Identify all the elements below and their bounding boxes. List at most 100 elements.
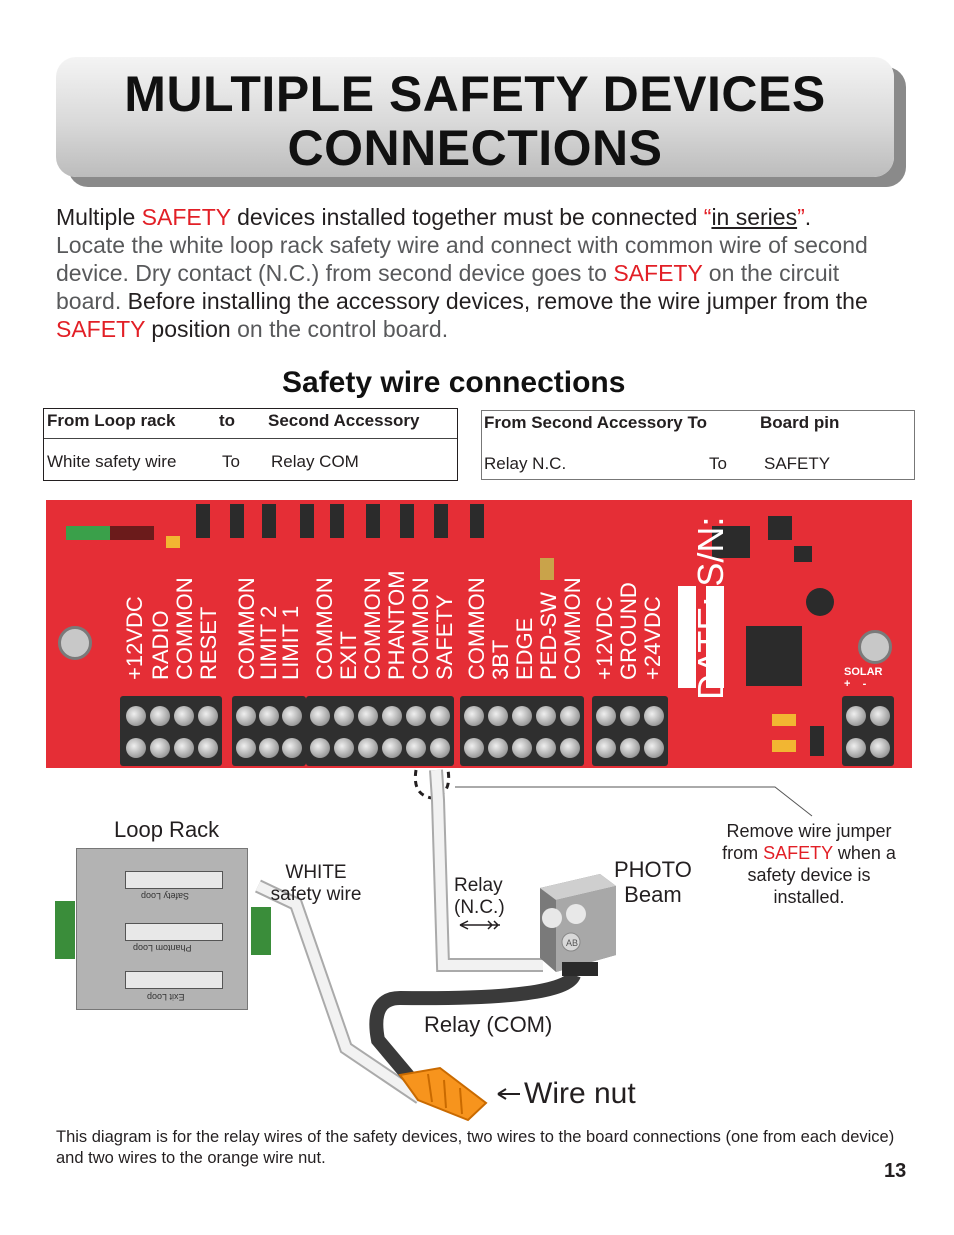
terminal-screw[interactable] bbox=[464, 738, 484, 758]
terminal-screw[interactable] bbox=[596, 706, 616, 726]
white-wire-label-line: safety wire bbox=[270, 884, 362, 905]
terminal-label: COMMON bbox=[560, 577, 585, 680]
terminal-label: COMMON bbox=[360, 577, 385, 680]
terminal-label: LIMIT 2 bbox=[256, 605, 281, 680]
terminal-screw[interactable] bbox=[126, 738, 146, 758]
table-header: Board pin bbox=[760, 413, 840, 432]
terminal-screw[interactable] bbox=[382, 738, 402, 758]
footer-note: This diagram is for the relay wires of t… bbox=[56, 1128, 895, 1167]
terminal-screw[interactable] bbox=[150, 738, 170, 758]
terminal-label: +12VDC bbox=[592, 596, 617, 680]
inductor bbox=[806, 588, 834, 616]
safety-highlight: SAFETY bbox=[763, 843, 833, 863]
terminal-screw[interactable] bbox=[406, 706, 426, 726]
table-cell: White safety wire bbox=[47, 452, 177, 471]
terminal-screw[interactable] bbox=[126, 706, 146, 726]
terminal-screw[interactable] bbox=[334, 706, 354, 726]
terminal-screw[interactable] bbox=[846, 738, 866, 758]
relay-component bbox=[366, 504, 380, 538]
terminal-screw[interactable] bbox=[512, 738, 532, 758]
table-cell: To bbox=[222, 452, 240, 471]
terminal-screw[interactable] bbox=[536, 738, 556, 758]
terminal-screw[interactable] bbox=[174, 706, 194, 726]
terminal-screw[interactable] bbox=[536, 706, 556, 726]
terminal-screw[interactable] bbox=[310, 706, 330, 726]
terminal-screw[interactable] bbox=[358, 738, 378, 758]
rack-strip-label: Exit Loop bbox=[147, 992, 185, 1002]
terminal-screw-safety[interactable] bbox=[430, 706, 450, 726]
relay-component bbox=[230, 504, 244, 538]
photo-beam-device: AB bbox=[540, 874, 616, 976]
terminal-screw[interactable] bbox=[846, 706, 866, 726]
terminal-label: GROUND bbox=[616, 582, 641, 680]
table-cell: Relay N.C. bbox=[484, 454, 567, 473]
terminal-screw[interactable] bbox=[596, 738, 616, 758]
terminal-screw[interactable] bbox=[282, 738, 302, 758]
ic-chip bbox=[794, 546, 812, 562]
terminal-screw[interactable] bbox=[358, 706, 378, 726]
terminal-screw[interactable] bbox=[644, 738, 664, 758]
terminal-screw[interactable] bbox=[150, 706, 170, 726]
terminal-screw[interactable] bbox=[870, 706, 890, 726]
terminal-label: +12VDC bbox=[122, 596, 147, 680]
terminal-screw[interactable] bbox=[198, 706, 218, 726]
terminal-screw[interactable] bbox=[488, 738, 508, 758]
table-divider bbox=[44, 438, 457, 439]
terminal-label: COMMON bbox=[172, 577, 197, 680]
relay-component bbox=[262, 504, 276, 538]
terminal-screw[interactable] bbox=[644, 706, 664, 726]
terminal-block bbox=[460, 696, 584, 766]
relay-nc-arrow-icon bbox=[459, 920, 500, 930]
terminal-screw[interactable] bbox=[236, 706, 256, 726]
terminal-screw[interactable] bbox=[310, 738, 330, 758]
date-stripe bbox=[678, 586, 696, 688]
terminal-screw[interactable] bbox=[174, 738, 194, 758]
rack-strip bbox=[125, 923, 223, 941]
terminal-label: PED-SW bbox=[536, 592, 561, 680]
rack-strip bbox=[125, 971, 223, 989]
remove-jumper-note: Remove wire jumper from SAFETY when a sa… bbox=[714, 820, 904, 908]
terminal-screw[interactable] bbox=[198, 738, 218, 758]
safety-highlight: SAFETY bbox=[613, 260, 703, 286]
solar-plus: + bbox=[844, 678, 851, 690]
terminal-screw[interactable] bbox=[382, 706, 402, 726]
note-text: Remove wire jumper from bbox=[722, 821, 892, 863]
white-wire-label-line: WHITE bbox=[285, 862, 347, 883]
safety-highlight: SAFETY bbox=[141, 204, 231, 230]
photo-beam-line: Beam bbox=[624, 882, 682, 907]
terminal-screw[interactable] bbox=[259, 706, 279, 726]
loop-rack-label: Loop Rack bbox=[114, 817, 220, 842]
terminal-label: COMMON bbox=[464, 577, 489, 680]
rack-strip-label: Safety Loop bbox=[141, 891, 190, 901]
terminal-label: PHANTOM bbox=[384, 570, 409, 680]
terminal-screw[interactable] bbox=[236, 738, 256, 758]
terminal-screw[interactable] bbox=[512, 706, 532, 726]
terminal-screw[interactable] bbox=[259, 738, 279, 758]
ic-chip bbox=[768, 516, 792, 540]
mounting-hole bbox=[58, 626, 92, 660]
terminal-label: EXIT bbox=[336, 631, 361, 680]
terminal-screw[interactable] bbox=[620, 738, 640, 758]
title-line-1: MULTIPLE SAFETY DEVICES bbox=[124, 66, 826, 122]
terminal-screw-safety[interactable] bbox=[430, 738, 450, 758]
led-array bbox=[110, 526, 154, 540]
terminal-screw[interactable] bbox=[464, 706, 484, 726]
photo-beam-line: PHOTO bbox=[614, 857, 692, 882]
table-header: From Loop rack bbox=[47, 411, 176, 430]
quote-open: “ bbox=[703, 204, 712, 230]
led-array bbox=[66, 526, 110, 540]
intro-text: on the control board. bbox=[230, 316, 449, 342]
solar-label: SOLAR+ - bbox=[844, 666, 883, 690]
terminal-screw[interactable] bbox=[406, 738, 426, 758]
relay-component bbox=[400, 504, 414, 538]
terminal-screw[interactable] bbox=[334, 738, 354, 758]
terminal-screw[interactable] bbox=[488, 706, 508, 726]
terminal-screw[interactable] bbox=[282, 706, 302, 726]
terminal-screw[interactable] bbox=[560, 738, 580, 758]
terminal-screw[interactable] bbox=[620, 706, 640, 726]
safety-highlight: SAFETY bbox=[56, 316, 146, 342]
terminal-screw[interactable] bbox=[560, 706, 580, 726]
relay-component bbox=[470, 504, 484, 538]
terminal-screw[interactable] bbox=[870, 738, 890, 758]
date-label: DATE: bbox=[690, 596, 731, 700]
